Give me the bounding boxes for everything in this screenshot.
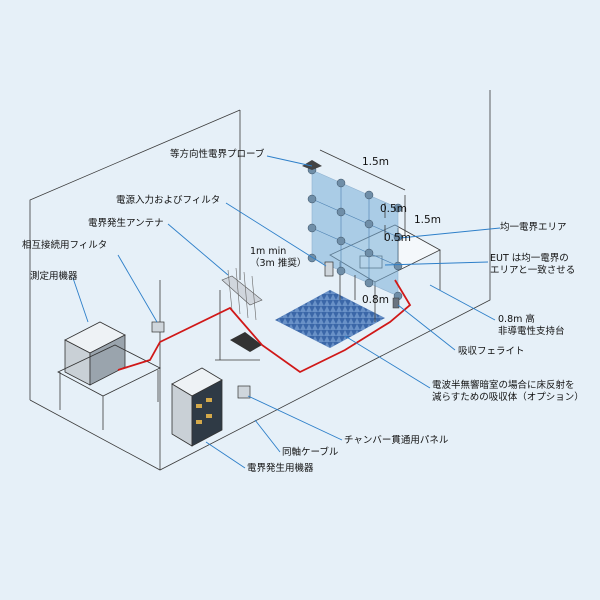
floor-absorber <box>275 290 385 348</box>
mutual-filter-box <box>151 321 165 333</box>
label-generator: 電界発生用機器 <box>247 463 314 474</box>
probe-positions <box>307 165 403 301</box>
dim-height: 1.5m <box>414 214 441 226</box>
uniform-field-area <box>302 160 403 301</box>
power-filter-box <box>324 261 334 277</box>
ferrite-core <box>392 297 400 309</box>
label-mutual-filter: 相互接続用フィルタ <box>22 240 108 251</box>
label-absorber: 電波半無響暗室の場合に床反射を 減らすための吸収体（オプション） <box>432 380 584 403</box>
probe-icon <box>302 160 322 170</box>
chamber-panel <box>237 385 251 399</box>
label-power-filter: 電源入力およびフィルタ <box>116 195 221 206</box>
label-panel: チャンバー貫通用パネル <box>344 435 449 446</box>
chamber-outline <box>29 90 491 471</box>
label-eut-note: EUT は均一電界の エリアと一致させる <box>490 253 576 276</box>
label-distance: 1m min （3m 推奨） <box>250 246 307 269</box>
dim-width: 1.5m <box>362 156 389 168</box>
field-generator-rack <box>171 367 223 447</box>
dim-step-a: 0.5m <box>380 203 407 215</box>
label-coax: 同軸ケーブル <box>282 447 339 458</box>
field-antenna <box>215 267 263 361</box>
label-uniform-area: 均一電界エリア <box>500 222 567 233</box>
dim-step-b: 0.5m <box>384 232 411 244</box>
coax-cable <box>117 279 412 374</box>
label-field-antenna: 電界発生アンテナ <box>88 218 164 229</box>
label-table: 0.8m 高 非導電性支持台 <box>498 314 565 337</box>
label-measurement: 測定用機器 <box>30 271 78 282</box>
label-isotropic-probe: 等方向性電界プローブ <box>170 149 265 160</box>
measurement-equipment <box>57 321 161 430</box>
dimension-lines <box>319 149 406 300</box>
leader-lines <box>72 155 501 469</box>
dim-table-height: 0.8m <box>362 294 389 306</box>
label-ferrite: 吸収フェライト <box>458 346 525 357</box>
